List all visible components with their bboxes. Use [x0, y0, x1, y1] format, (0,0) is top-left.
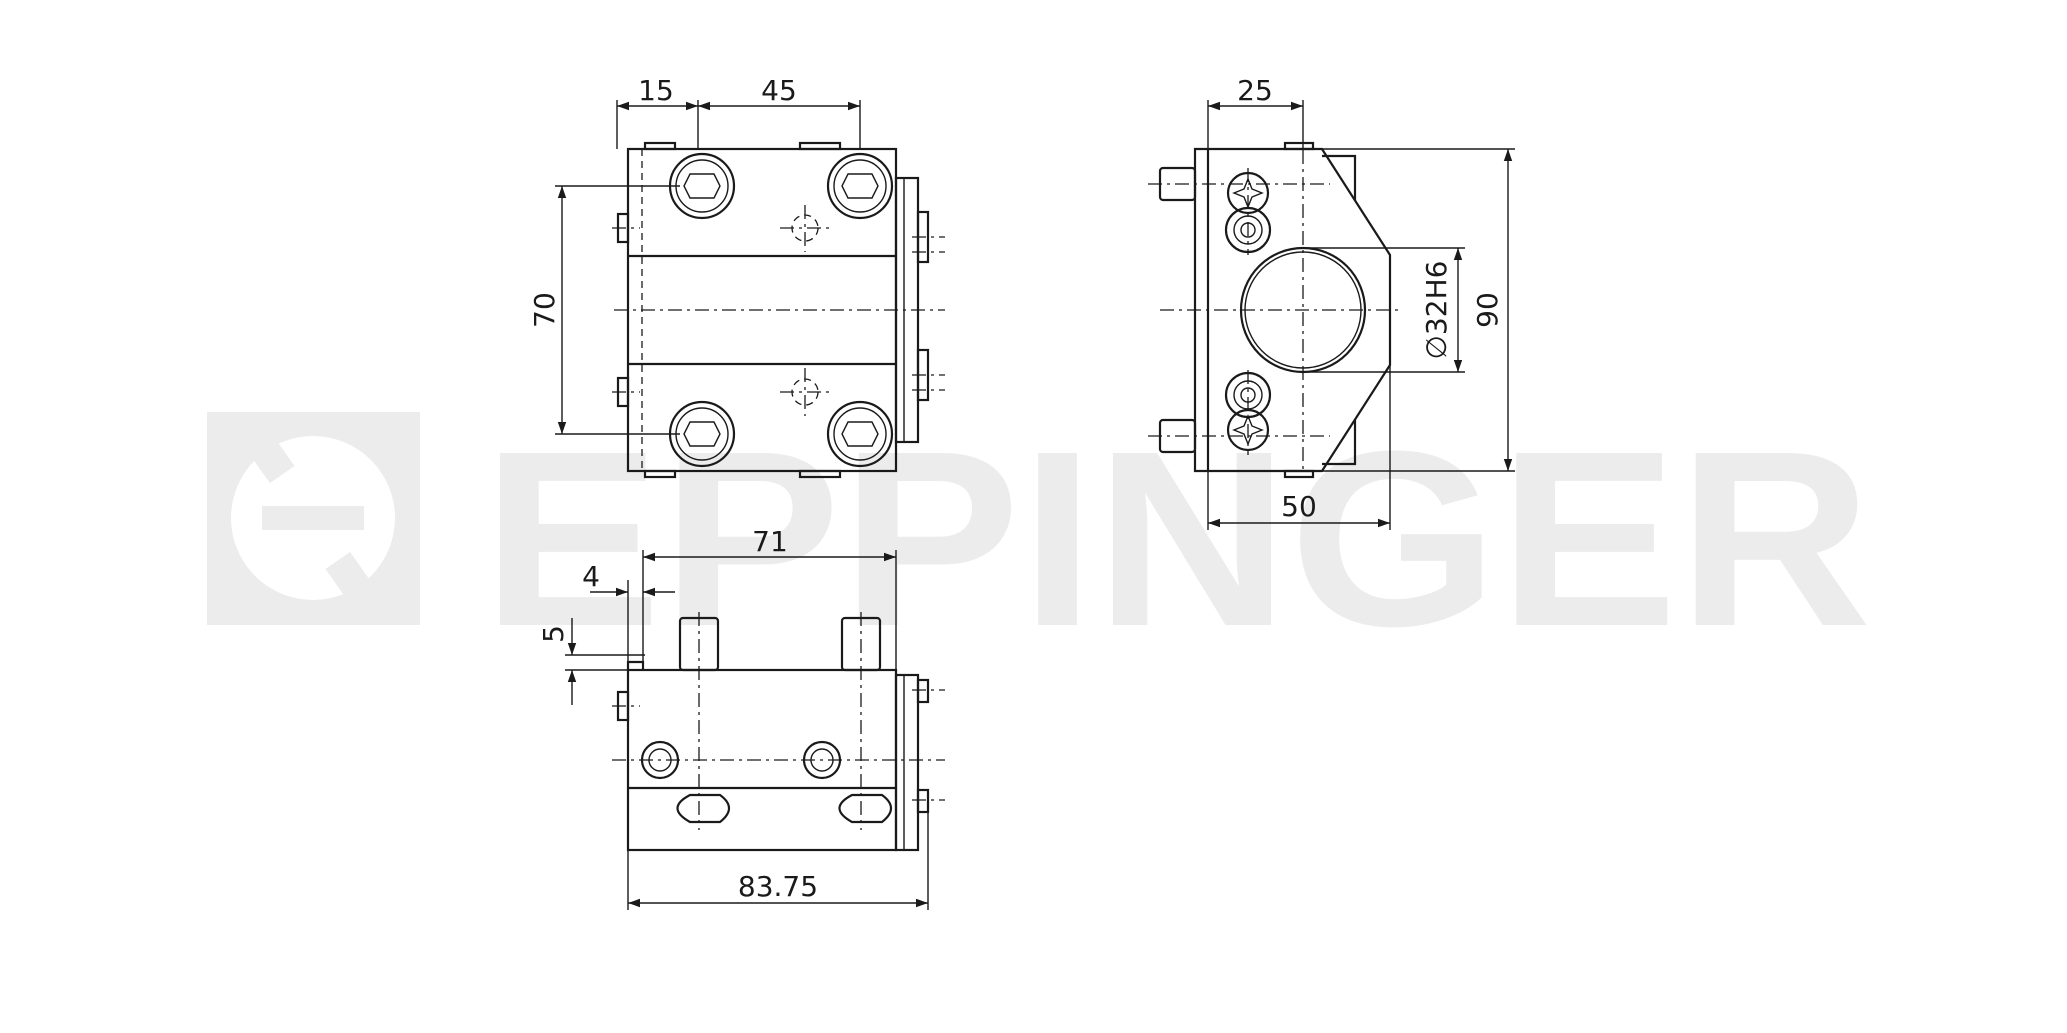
bolt-head-icon	[826, 152, 894, 220]
dim-bore-diameter: ∅32H6	[1420, 261, 1453, 360]
front-view: 15 45 70	[528, 74, 945, 479]
side-view: 25 ∅32H6 90 50	[1148, 74, 1515, 530]
dim-top-bolt-pitch: 45	[761, 74, 797, 107]
dim-top-left-offset: 15	[638, 74, 674, 107]
dim-bottom-length: 71	[752, 525, 788, 558]
eppinger-watermark: EPPINGER	[207, 399, 1872, 678]
dim-bottom-step: 4	[582, 560, 600, 593]
dim-bottom-pin-height: 5	[537, 625, 570, 643]
dim-front-height: 70	[528, 292, 561, 328]
dim-side-height: 90	[1471, 292, 1504, 328]
eppinger-logo-icon	[207, 412, 420, 625]
dim-side-width: 50	[1281, 490, 1317, 523]
dim-side-offset: 25	[1237, 74, 1273, 107]
bottom-view: 71 4 5 83.75	[537, 525, 945, 910]
dim-bottom-total-length: 83.75	[738, 870, 818, 903]
bolt-head-icon	[826, 400, 894, 468]
watermark-brand: EPPINGER	[482, 399, 1872, 678]
